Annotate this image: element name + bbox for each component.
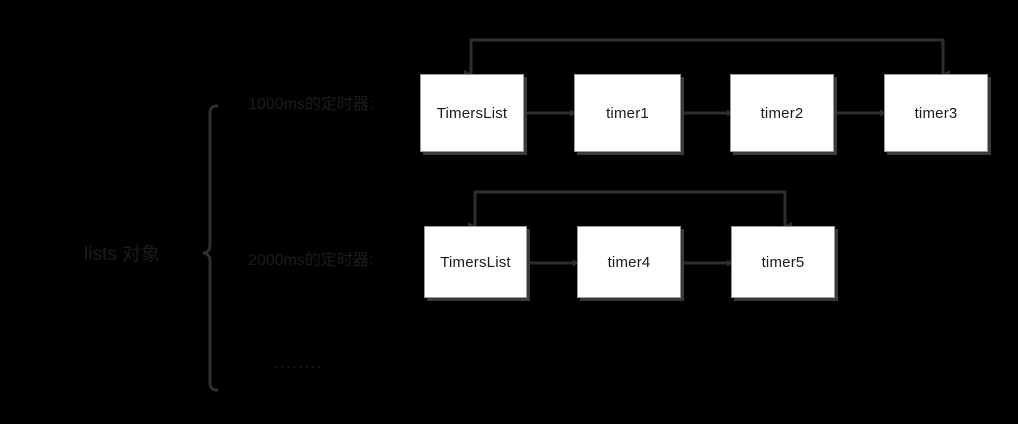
- group-label-1000ms: 1000ms的定时器:: [248, 96, 374, 113]
- node-label: TimersList: [436, 104, 508, 122]
- page-title: lists 对象: [84, 244, 161, 265]
- row2-top-bracket: [468, 190, 792, 230]
- node-r1-timer1[interactable]: timer1: [574, 74, 681, 152]
- node-r2-timer4[interactable]: timer4: [577, 226, 681, 298]
- node-label: timer1: [606, 104, 649, 122]
- node-r1-timerslist[interactable]: TimersList: [420, 74, 524, 152]
- node-label: timer4: [607, 253, 651, 271]
- node-label: TimersList: [440, 253, 511, 271]
- row1-top-bracket: [464, 38, 950, 78]
- node-r2-timer5[interactable]: timer5: [731, 226, 835, 298]
- node-r2-timerslist[interactable]: TimersList: [424, 226, 527, 298]
- group-label-2000ms: 2000ms的定时器:: [248, 252, 374, 269]
- node-r1-timer3[interactable]: timer3: [884, 74, 988, 152]
- lists-object-bracket: [202, 104, 219, 392]
- node-label: timer5: [761, 253, 805, 271]
- node-r1-timer2[interactable]: timer2: [730, 74, 834, 152]
- node-label: timer3: [914, 104, 958, 122]
- more-groups-indicator: ........: [274, 355, 324, 372]
- node-label: timer2: [760, 104, 804, 122]
